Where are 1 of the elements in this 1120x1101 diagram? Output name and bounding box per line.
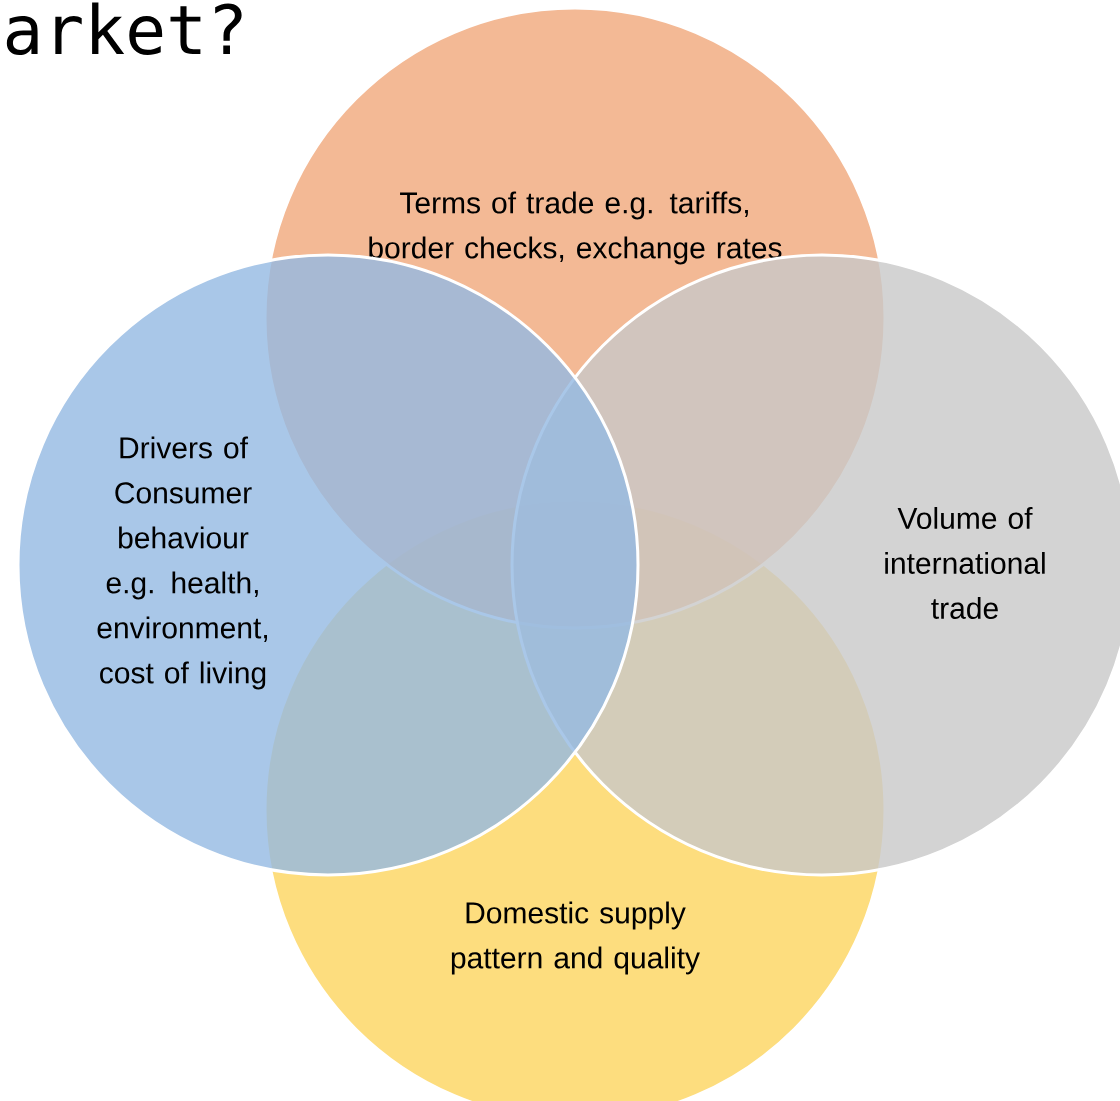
heading: arket? — [6, 2, 242, 56]
